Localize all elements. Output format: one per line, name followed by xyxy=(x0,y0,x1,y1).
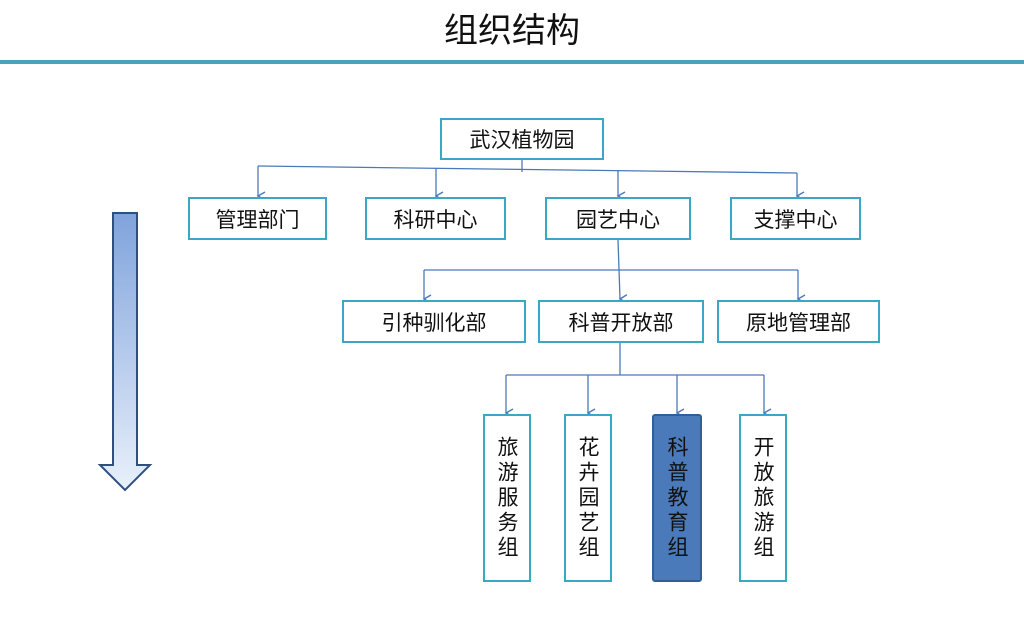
node-level3-open-tourism: 开放旅游组 xyxy=(739,414,787,582)
node-level3-tourism-service: 旅游服务组 xyxy=(483,414,531,582)
node-level3-flower-horticulture: 花卉园艺组 xyxy=(564,414,612,582)
node-level2-introduction: 引种驯化部 xyxy=(342,300,526,343)
node-level1-horticulture: 园艺中心 xyxy=(545,197,691,240)
node-level3-science-education: 科普教育组 xyxy=(652,414,702,582)
down-arrow-icon xyxy=(97,212,153,492)
node-level1-management: 管理部门 xyxy=(188,197,327,240)
node-level1-research: 科研中心 xyxy=(365,197,506,240)
node-level1-support: 支撑中心 xyxy=(730,197,861,240)
title-divider xyxy=(0,60,1024,64)
page-title: 组织结构 xyxy=(444,11,580,51)
node-level2-science-popularization: 科普开放部 xyxy=(538,300,704,343)
node-root: 武汉植物园 xyxy=(440,118,604,160)
node-level2-site-management: 原地管理部 xyxy=(717,300,880,343)
